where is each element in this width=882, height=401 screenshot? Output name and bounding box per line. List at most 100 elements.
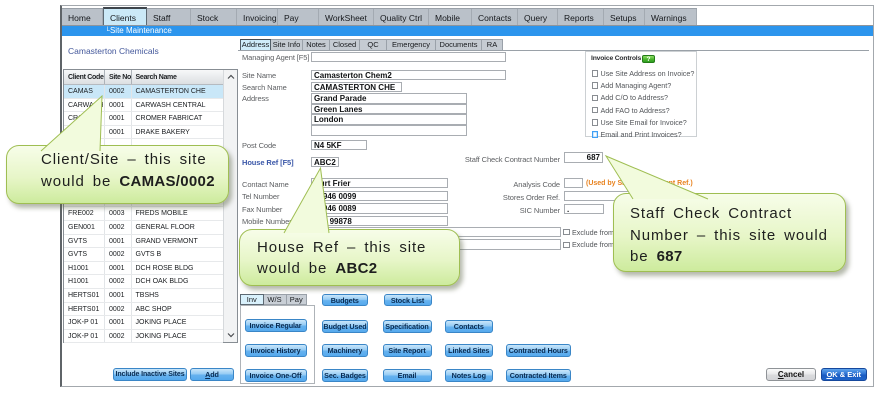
- column-header-client-code[interactable]: Client Code: [64, 70, 105, 84]
- invoice-history-button[interactable]: Invoice History: [244, 344, 307, 357]
- tab-notes[interactable]: Notes: [303, 39, 330, 51]
- stock-list-button[interactable]: Stock List: [383, 294, 432, 307]
- address-line1-field[interactable]: Grand Parade: [311, 93, 467, 104]
- callout-line: would be CAMAS/0002: [41, 172, 215, 190]
- tab-pay-mini[interactable]: Pay: [286, 294, 307, 305]
- invoice-regular-button[interactable]: Invoice Regular: [244, 319, 307, 332]
- mobile-number-label: Mobile Number: [242, 217, 292, 226]
- tab-quality-ctrl[interactable]: Quality Ctrl: [374, 9, 429, 26]
- help-icon[interactable]: ?: [642, 54, 655, 63]
- add-co-to-address-checkbox[interactable]: [591, 94, 598, 102]
- callout-staff-check: Staff Check Contract Number – this site …: [613, 193, 846, 272]
- notes-log-button[interactable]: Notes Log: [444, 368, 493, 382]
- tab-inv[interactable]: Inv: [240, 294, 264, 305]
- contracted-items-button[interactable]: Contracted Items: [506, 368, 571, 382]
- checkbox-row: Add C/O to Address?: [591, 93, 695, 102]
- sec-badges-button[interactable]: Sec. Badges: [322, 368, 368, 382]
- use-site-address-checkbox[interactable]: [591, 70, 598, 77]
- add-button[interactable]: Add: [190, 367, 234, 381]
- exclude1-label: Exclude from: [572, 227, 614, 237]
- form-tab-underline: [238, 50, 869, 51]
- tab-reports[interactable]: Reports: [558, 9, 604, 26]
- tab-warnings[interactable]: Warnings: [645, 9, 697, 26]
- budget-used-button[interactable]: Budget Used: [322, 319, 368, 333]
- list-scrollbar[interactable]: [223, 70, 237, 342]
- tab-invoicing[interactable]: Invoicing: [237, 9, 278, 26]
- callout-line: would be ABC2: [257, 260, 378, 277]
- tab-worksheet[interactable]: WorkSheet: [319, 9, 374, 26]
- address-line2-field[interactable]: Green Lanes: [311, 103, 467, 115]
- site-name-field[interactable]: Camasterton Chem2: [311, 69, 506, 80]
- tab-stock[interactable]: Stock: [191, 9, 237, 26]
- tab-ra[interactable]: RA: [482, 39, 503, 51]
- tab-setups[interactable]: Setups: [604, 9, 645, 26]
- callout-house-ref: House Ref – this site would be ABC2: [239, 229, 460, 286]
- tab-qc[interactable]: QC: [360, 39, 387, 51]
- add-managing-agent-checkbox[interactable]: [591, 82, 598, 89]
- tab-query[interactable]: Query: [518, 9, 558, 26]
- managing-agent-field[interactable]: [311, 51, 506, 62]
- checkbox-row: Add Managing Agent?: [591, 81, 695, 90]
- search-name-field[interactable]: CAMASTERTON CHE: [311, 81, 402, 92]
- contracted-hours-button[interactable]: Contracted Hours: [506, 344, 571, 357]
- tab-address[interactable]: Address: [240, 39, 271, 51]
- add-fao-to-address-checkbox[interactable]: [591, 106, 598, 114]
- cancel-button[interactable]: Cancel: [766, 367, 816, 381]
- callout-line: Client/Site – this site: [41, 151, 207, 168]
- invoice-controls-title: Invoice Controls: [591, 55, 642, 62]
- machinery-button[interactable]: Machinery: [322, 344, 368, 357]
- ok-exit-button[interactable]: OK & Exit: [820, 367, 867, 381]
- budgets-button[interactable]: Budgets: [322, 294, 368, 307]
- tab-closed[interactable]: Closed: [330, 39, 360, 51]
- tab-pay[interactable]: Pay: [278, 9, 319, 26]
- post-code-field[interactable]: N4 5KF: [311, 139, 367, 151]
- checkbox-label: Use Site Email for Invoice?: [600, 117, 687, 127]
- tab-staff[interactable]: Staff: [147, 9, 191, 26]
- callout-house-ref-tail: [283, 166, 330, 234]
- address-line4-field[interactable]: [311, 125, 467, 136]
- contacts-button[interactable]: Contacts: [444, 319, 493, 333]
- sic-number-field[interactable]: .: [564, 203, 604, 214]
- email-and-print-checkbox[interactable]: [591, 131, 598, 138]
- tab-emergency[interactable]: Emergency: [387, 39, 436, 51]
- linked-sites-button[interactable]: Linked Sites: [444, 344, 493, 357]
- exclude1-checkbox[interactable]: [563, 228, 570, 236]
- staff-check-contract-number-field[interactable]: 687: [564, 152, 603, 163]
- house-ref-field[interactable]: ABC2: [311, 156, 339, 168]
- column-header-site-no[interactable]: Site No: [105, 70, 132, 84]
- analysis-code-label: Analysis Code: [513, 179, 560, 189]
- site-report-button[interactable]: Site Report: [382, 344, 432, 357]
- address-line3-field[interactable]: London: [311, 114, 467, 125]
- tab-home[interactable]: Home: [62, 9, 103, 26]
- column-header-search-name[interactable]: Search Name: [135, 73, 177, 81]
- tab-ws[interactable]: W/S: [263, 294, 287, 305]
- tab-clients[interactable]: Clients: [103, 7, 147, 27]
- invoice-one-off-button[interactable]: Invoice One-Off: [244, 368, 307, 382]
- tab-mobile[interactable]: Mobile: [429, 9, 472, 26]
- tel-number-label: Tel Number: [242, 192, 280, 201]
- use-site-email-checkbox[interactable]: [591, 119, 598, 126]
- tab-contacts[interactable]: Contacts: [472, 9, 518, 26]
- analysis-code-field[interactable]: [564, 177, 583, 189]
- include-inactive-sites-button[interactable]: Include Inactive Sites: [113, 367, 187, 381]
- email-button[interactable]: Email: [382, 368, 432, 382]
- tab-documents[interactable]: Documents: [436, 39, 482, 51]
- exclude2-checkbox[interactable]: [563, 241, 570, 249]
- specification-button[interactable]: Specification: [382, 319, 432, 333]
- site-name-label: Site Name: [242, 71, 277, 80]
- form-tab-bar: Address Site Info Notes Closed QC Emerge…: [240, 39, 503, 51]
- tab-site-info[interactable]: Site Info: [271, 39, 303, 51]
